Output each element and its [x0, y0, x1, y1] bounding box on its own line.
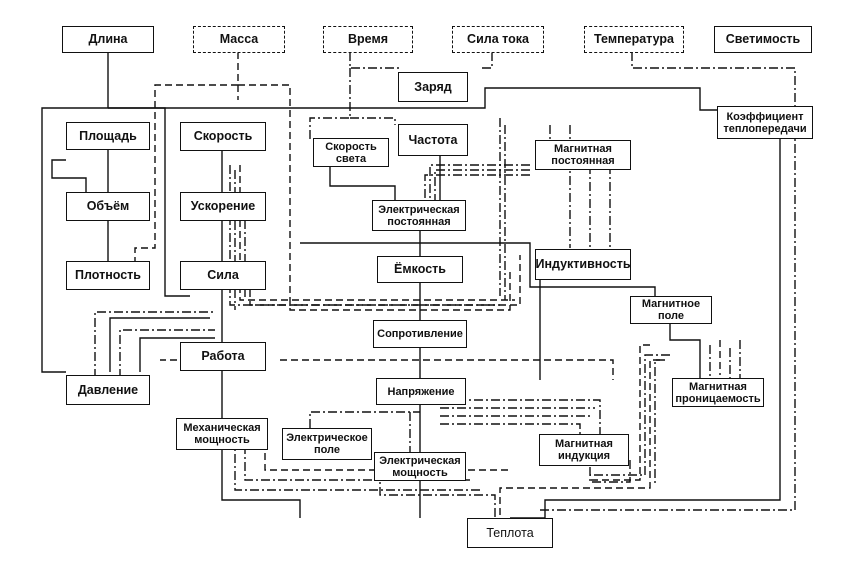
node-work: Работа — [180, 342, 266, 371]
node-capacitance: Ёмкость — [377, 256, 463, 283]
node-heat: Теплота — [467, 518, 553, 548]
node-area: Площадь — [66, 122, 150, 150]
node-elec-power: Электрическая мощность — [374, 452, 466, 481]
node-electric-constant: Электрическая постоянная — [372, 200, 466, 231]
node-frequency: Частота — [398, 124, 468, 156]
node-voltage: Напряжение — [376, 378, 466, 405]
node-acceleration: Ускорение — [180, 192, 266, 221]
node-speed-of-light: Скорость света — [313, 138, 389, 167]
node-mass: Масса — [193, 26, 285, 53]
node-length: Длина — [62, 26, 154, 53]
node-pressure: Давление — [66, 375, 150, 405]
length-links — [41, 52, 781, 519]
node-inductance: Индуктивность — [535, 249, 631, 280]
node-luminosity: Светимость — [714, 26, 812, 53]
node-volume: Объём — [66, 192, 150, 221]
node-mech-power: Механическая мощность — [176, 418, 268, 450]
node-magnetic-induction: Магнитная индукция — [539, 434, 629, 466]
node-heat-transfer: Коэффициент теплопередачи — [717, 106, 813, 139]
node-current: Сила тока — [452, 26, 544, 53]
node-resistance: Сопротивление — [373, 320, 467, 348]
node-velocity: Скорость — [180, 122, 266, 151]
node-temperature: Температура — [584, 26, 684, 53]
node-charge: Заряд — [398, 72, 468, 102]
node-permeability: Магнитная проницаемость — [672, 378, 764, 407]
node-electric-field: Электрическое поле — [282, 428, 372, 460]
node-density: Плотность — [66, 261, 150, 290]
node-magnetic-constant: Магнитная постоянная — [535, 140, 631, 170]
node-force: Сила — [180, 261, 266, 290]
node-magnetic-field: Магнитное поле — [630, 296, 712, 324]
node-time: Время — [323, 26, 413, 53]
